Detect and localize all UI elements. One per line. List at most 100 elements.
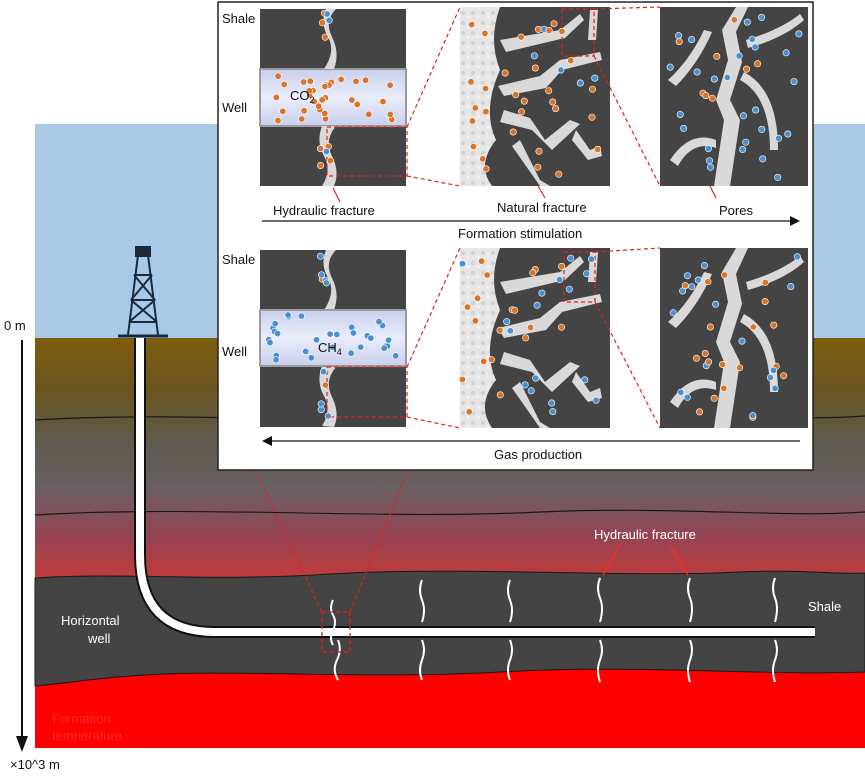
formation-stimulation-label: Formation stimulation: [458, 226, 583, 241]
gas-molecule: [696, 408, 704, 416]
gas-molecule: [751, 43, 759, 51]
gas-molecule: [666, 63, 674, 71]
gas-molecule: [468, 21, 476, 29]
gas-molecule: [705, 157, 713, 165]
gas-molecule: [739, 146, 747, 154]
field-shale-label: Shale: [808, 599, 842, 614]
gas-molecule: [482, 108, 490, 116]
gas-molecule: [326, 330, 334, 338]
gas-molecule: [534, 163, 542, 171]
gas-molecule: [588, 113, 596, 121]
zoom-guide-lines: [254, 469, 409, 613]
gas-molecule: [723, 73, 731, 81]
gas-molecule: [694, 276, 702, 284]
gas-molecule: [520, 97, 528, 105]
gas-molecule: [506, 327, 514, 335]
gas-molecule: [677, 388, 685, 396]
gas-molecule: [675, 32, 683, 40]
gas-molecule: [501, 69, 509, 77]
gas-molecule: [758, 13, 766, 21]
gas-molecule: [337, 75, 345, 83]
gas-molecule: [274, 72, 282, 80]
gas-molecule: [535, 147, 543, 155]
gas-molecule: [322, 279, 330, 287]
gas-formula-subscript: 2: [309, 95, 315, 105]
gas-molecule: [683, 393, 691, 401]
gas-molecule: [718, 360, 726, 368]
gas-molecule: [482, 165, 490, 173]
depth-bottom-label: ×10^3 m: [10, 757, 60, 772]
gas-molecule: [365, 110, 373, 118]
gas-molecule: [305, 87, 313, 95]
gas-molecule: [706, 163, 714, 171]
gas-molecule: [307, 354, 315, 362]
gas-molecule: [592, 396, 600, 404]
gas-molecule: [780, 372, 788, 380]
gas-molecule: [465, 408, 473, 416]
gas-molecule: [315, 102, 323, 110]
gas-molecule: [319, 368, 327, 376]
gas-molecule: [790, 78, 798, 86]
inset-bottom-pores-panel: [660, 248, 808, 428]
gas-molecule: [759, 155, 767, 163]
gas-molecule: [710, 75, 718, 83]
gas-molecule: [325, 16, 333, 24]
gas-molecule: [509, 128, 517, 136]
formation-temperature-line1: Formation: [52, 711, 111, 726]
inset-bottom-well-label: Well: [222, 344, 248, 359]
gas-molecule: [549, 98, 557, 106]
gas-molecule: [594, 145, 602, 153]
gas-molecule: [704, 278, 712, 286]
gas-molecule: [279, 107, 287, 115]
gas-molecule: [720, 384, 728, 392]
gas-molecule: [761, 297, 769, 305]
gas-molecule: [274, 117, 282, 125]
gas-molecule: [272, 356, 280, 364]
gas-molecule: [587, 255, 595, 263]
gas-molecule: [529, 269, 537, 277]
gas-molecule: [321, 109, 329, 117]
gas-molecule: [704, 145, 712, 153]
gas-molecule: [775, 134, 783, 142]
gas-molecule: [557, 323, 565, 331]
gas-molecule: [479, 155, 487, 163]
inset-top-gas-label: CO2: [290, 88, 315, 108]
gas-molecule: [531, 64, 539, 72]
gas-molecule: [705, 358, 713, 366]
gas-molecule: [375, 318, 383, 326]
zoom-box-bottom-natural: [563, 251, 596, 303]
inset-bottom-natural-fracture-panel: [460, 248, 610, 428]
gas-molecule: [503, 318, 511, 326]
gas-molecule: [583, 270, 591, 278]
gas-molecule: [318, 19, 326, 27]
gas-molecule: [521, 381, 529, 389]
inset-bottom-well-panel: [259, 250, 407, 427]
gas-molecule: [317, 400, 325, 408]
gas-molecule: [752, 106, 760, 114]
gas-molecule: [702, 92, 710, 100]
gas-molecule: [468, 117, 476, 125]
gas-molecule: [749, 412, 757, 420]
gas-molecule: [353, 100, 361, 108]
formation-temperature-line2: temperature: [52, 728, 123, 743]
gas-molecule: [766, 373, 774, 381]
gas-molecule: [549, 408, 557, 416]
gas-molecule: [552, 105, 560, 113]
gas-molecule: [306, 77, 314, 85]
gas-molecule: [333, 330, 341, 338]
gas-molecule: [280, 81, 288, 89]
gas-molecule: [471, 317, 479, 325]
inset-caption-natural-fracture: Natural fracture: [497, 200, 587, 215]
gas-molecule: [323, 10, 331, 18]
gas-molecule: [680, 124, 688, 132]
gas-molecule: [362, 76, 370, 84]
gas-molecule: [386, 110, 394, 118]
gas-molecule: [471, 104, 479, 112]
gas-molecule: [692, 354, 700, 362]
gas-molecule: [324, 412, 332, 420]
gas-molecule: [688, 35, 696, 43]
gas-molecule: [787, 282, 795, 290]
gas-molecule: [708, 94, 716, 102]
gas-molecule: [576, 79, 584, 87]
gas-molecule: [480, 357, 488, 365]
